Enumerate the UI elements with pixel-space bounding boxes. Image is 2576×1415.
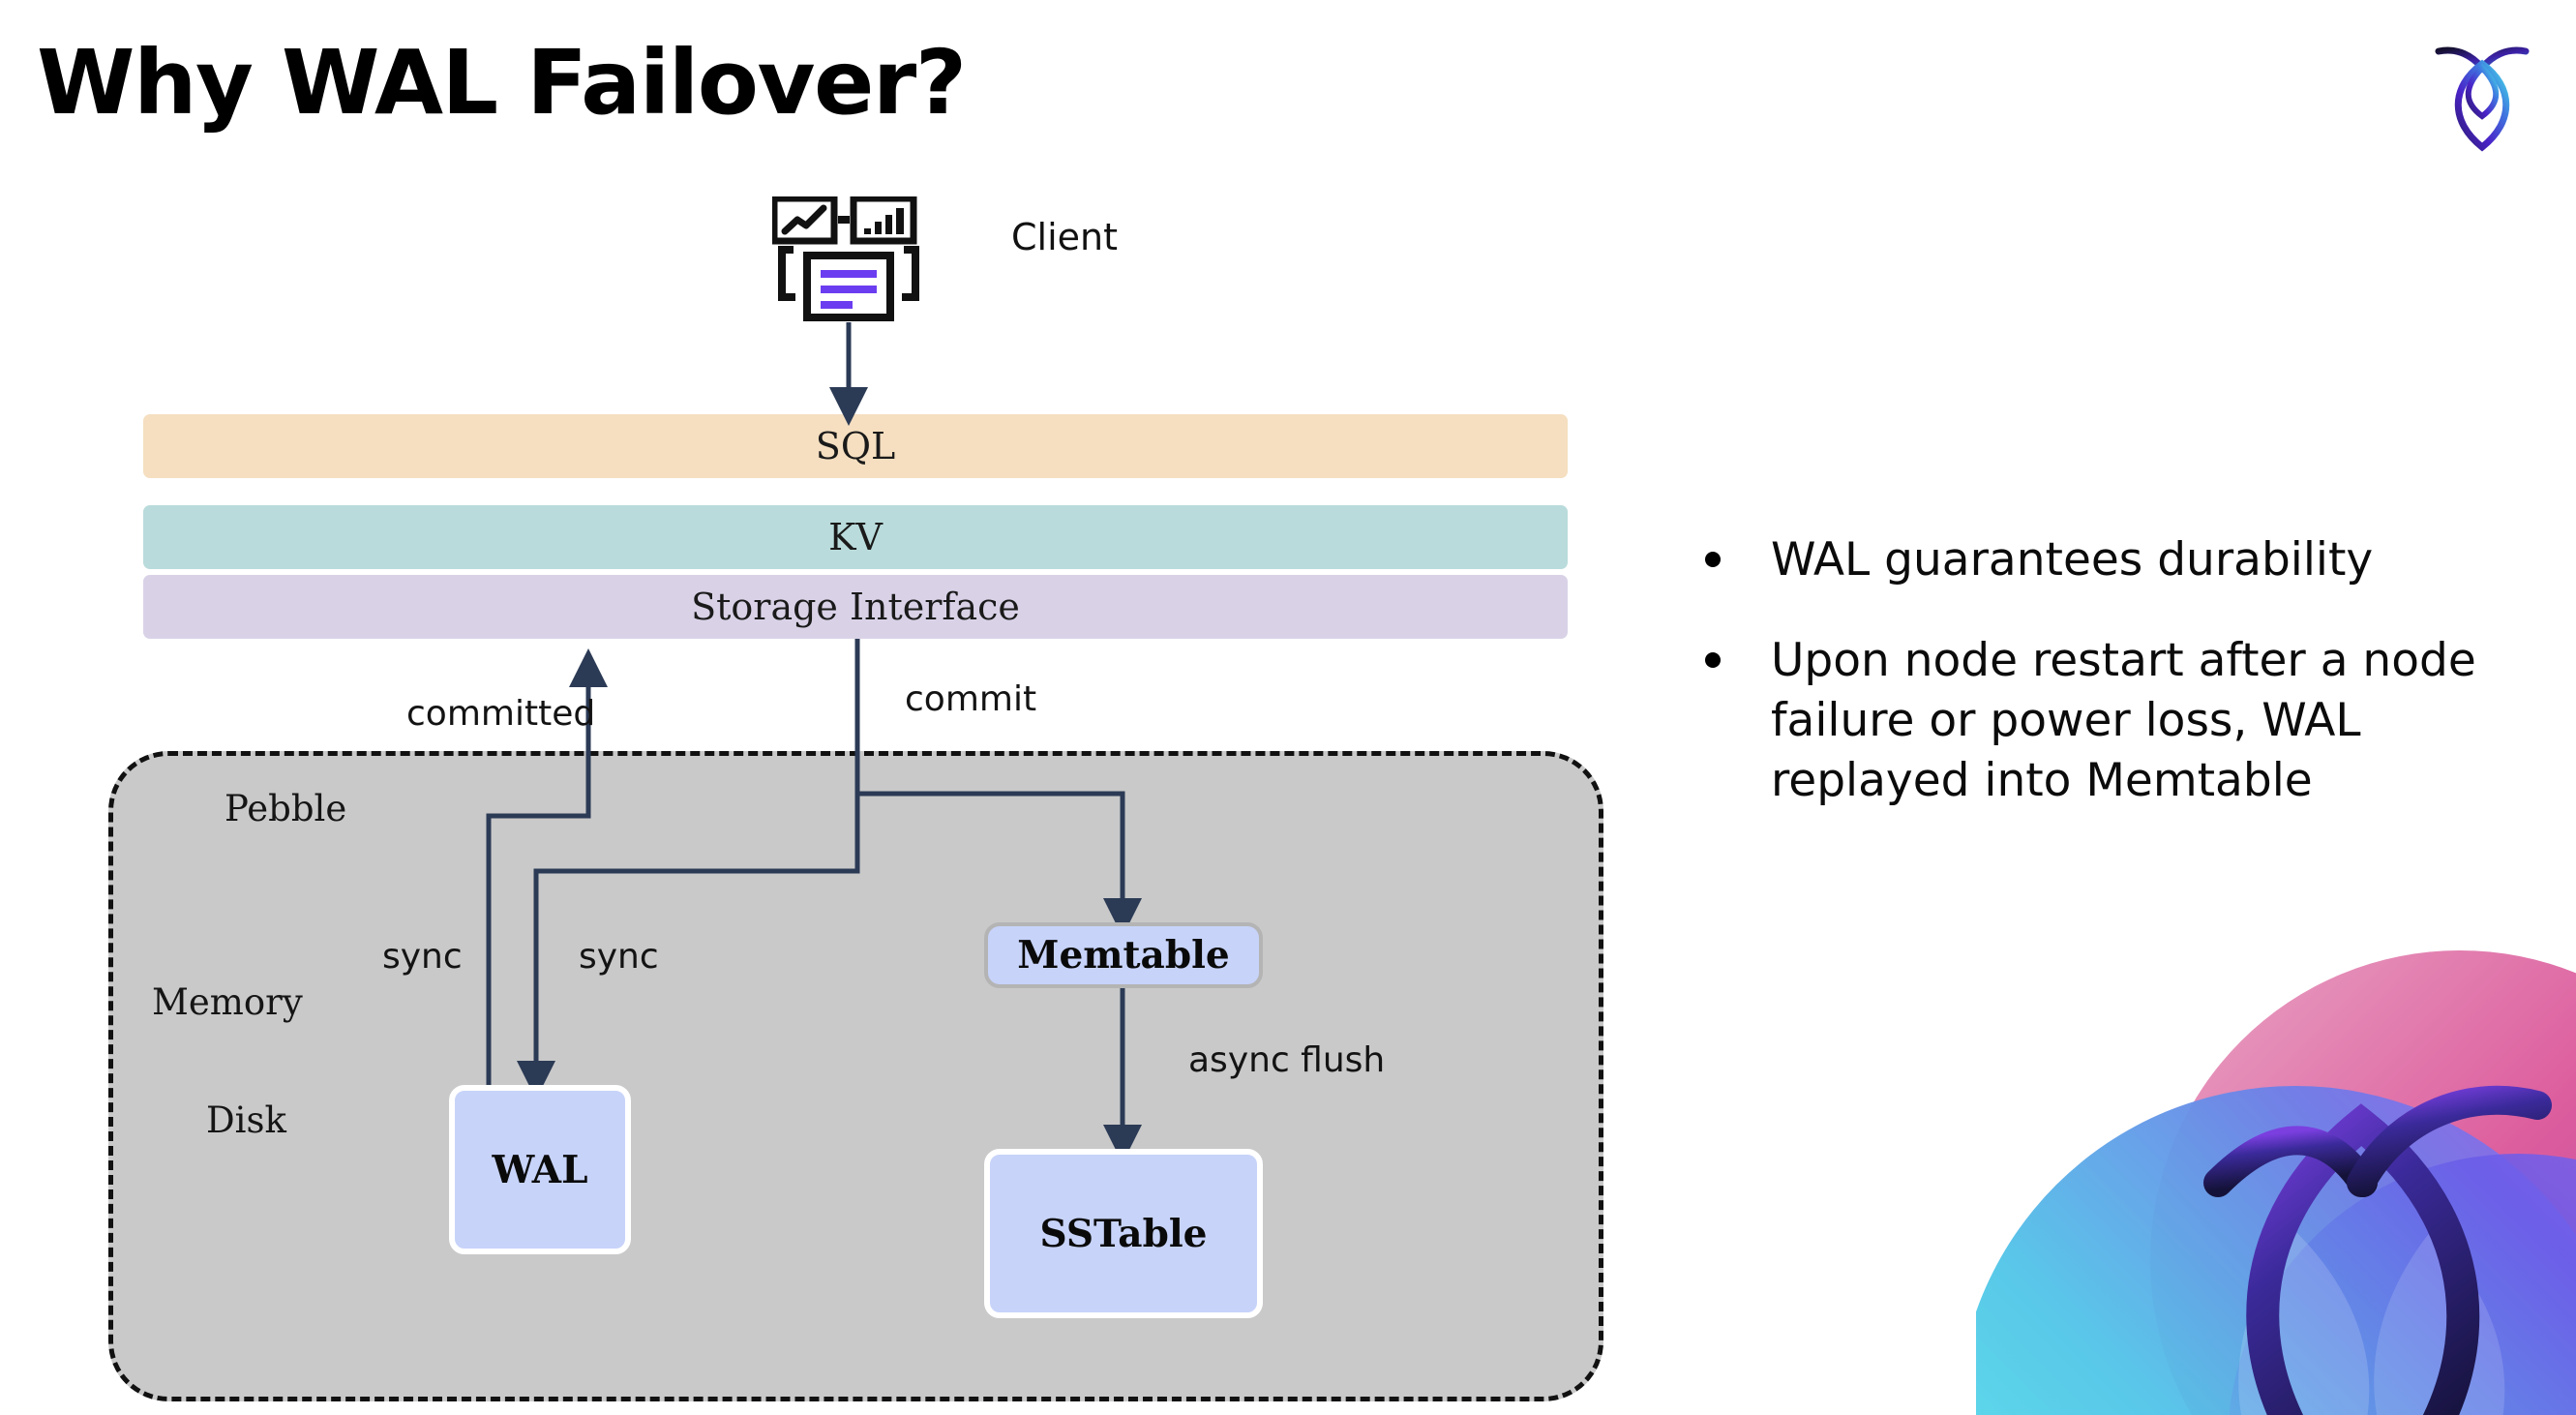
layer-bar-sql-label: SQL: [815, 425, 896, 467]
memory-region-label: Memory: [152, 981, 303, 1023]
layer-bar-storage-interface-label: Storage Interface: [691, 586, 1020, 628]
pebble-label: Pebble: [225, 788, 347, 829]
layer-bar-kv-label: KV: [828, 516, 883, 558]
layer-bar-kv: KV: [143, 505, 1568, 569]
bullet-dot-icon: [1705, 652, 1721, 669]
node-memtable: Memtable: [984, 922, 1263, 988]
node-sstable: SSTable: [984, 1149, 1263, 1318]
bullet-dot-icon: [1705, 552, 1721, 567]
edge-label-sync-right: sync: [579, 937, 659, 977]
bullet-list: WAL guarantees durability Upon node rest…: [1705, 530, 2557, 852]
bullet-text: Upon node restart after a node failure o…: [1771, 634, 2476, 808]
corner-gradient-decoration: [1976, 941, 2576, 1415]
edge-label-sync-left: sync: [382, 937, 463, 977]
node-sstable-label: SSTable: [1039, 1211, 1208, 1256]
layer-bar-storage-interface: Storage Interface: [143, 575, 1568, 639]
node-wal: WAL: [449, 1085, 631, 1254]
page-title: Why WAL Failover?: [37, 31, 967, 135]
list-item: WAL guarantees durability: [1705, 530, 2557, 590]
edge-label-async-flush: async flush: [1188, 1040, 1386, 1080]
cockroachdb-logo-icon: [2429, 39, 2535, 153]
bullet-text: WAL guarantees durability: [1771, 533, 2374, 587]
edge-label-committed: committed: [406, 694, 596, 734]
client-dashboard-icon: [770, 195, 925, 322]
list-item: Upon node restart after a node failure o…: [1705, 631, 2557, 811]
edge-label-commit: commit: [905, 679, 1037, 719]
layer-bar-sql: SQL: [143, 414, 1568, 478]
node-wal-label: WAL: [492, 1147, 588, 1192]
client-label: Client: [1011, 216, 1119, 258]
node-memtable-label: Memtable: [1017, 933, 1230, 978]
disk-region-label: Disk: [206, 1099, 286, 1141]
